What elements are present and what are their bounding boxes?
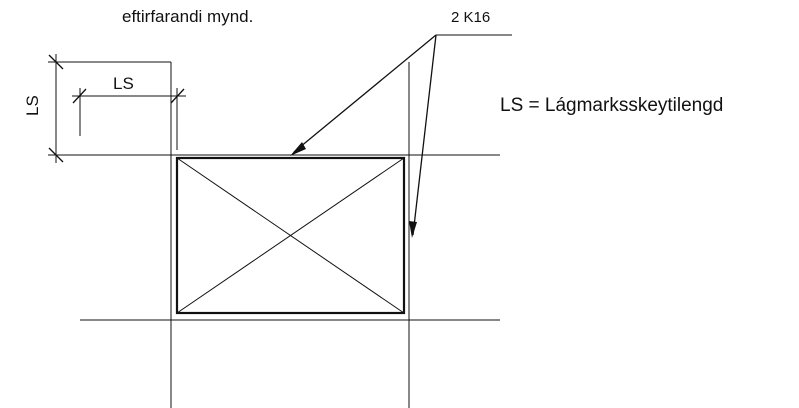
legend-text: LS = Lágmarksskeytilengd (500, 95, 723, 116)
rebar-label: 2 K16 (451, 9, 490, 26)
dim-v-tick-top (48, 54, 64, 70)
leader-line-to-top-bar (293, 34, 437, 153)
column-cross-section (175, 156, 406, 315)
dim-horizontal-label: LS (113, 74, 134, 93)
leader-arrowhead-top (290, 142, 306, 156)
cross-diagonal-2 (176, 157, 405, 314)
leader-line-to-right-bar (412, 34, 437, 236)
caption-text: eftirfarandi mynd. (122, 7, 253, 26)
dim-vertical-label: LS (23, 95, 42, 116)
dim-v-tick-bottom (48, 147, 64, 163)
dim-h-tick-right (170, 88, 185, 104)
dim-h-tick-left (72, 88, 87, 104)
leader-arrowhead-right (409, 221, 417, 238)
